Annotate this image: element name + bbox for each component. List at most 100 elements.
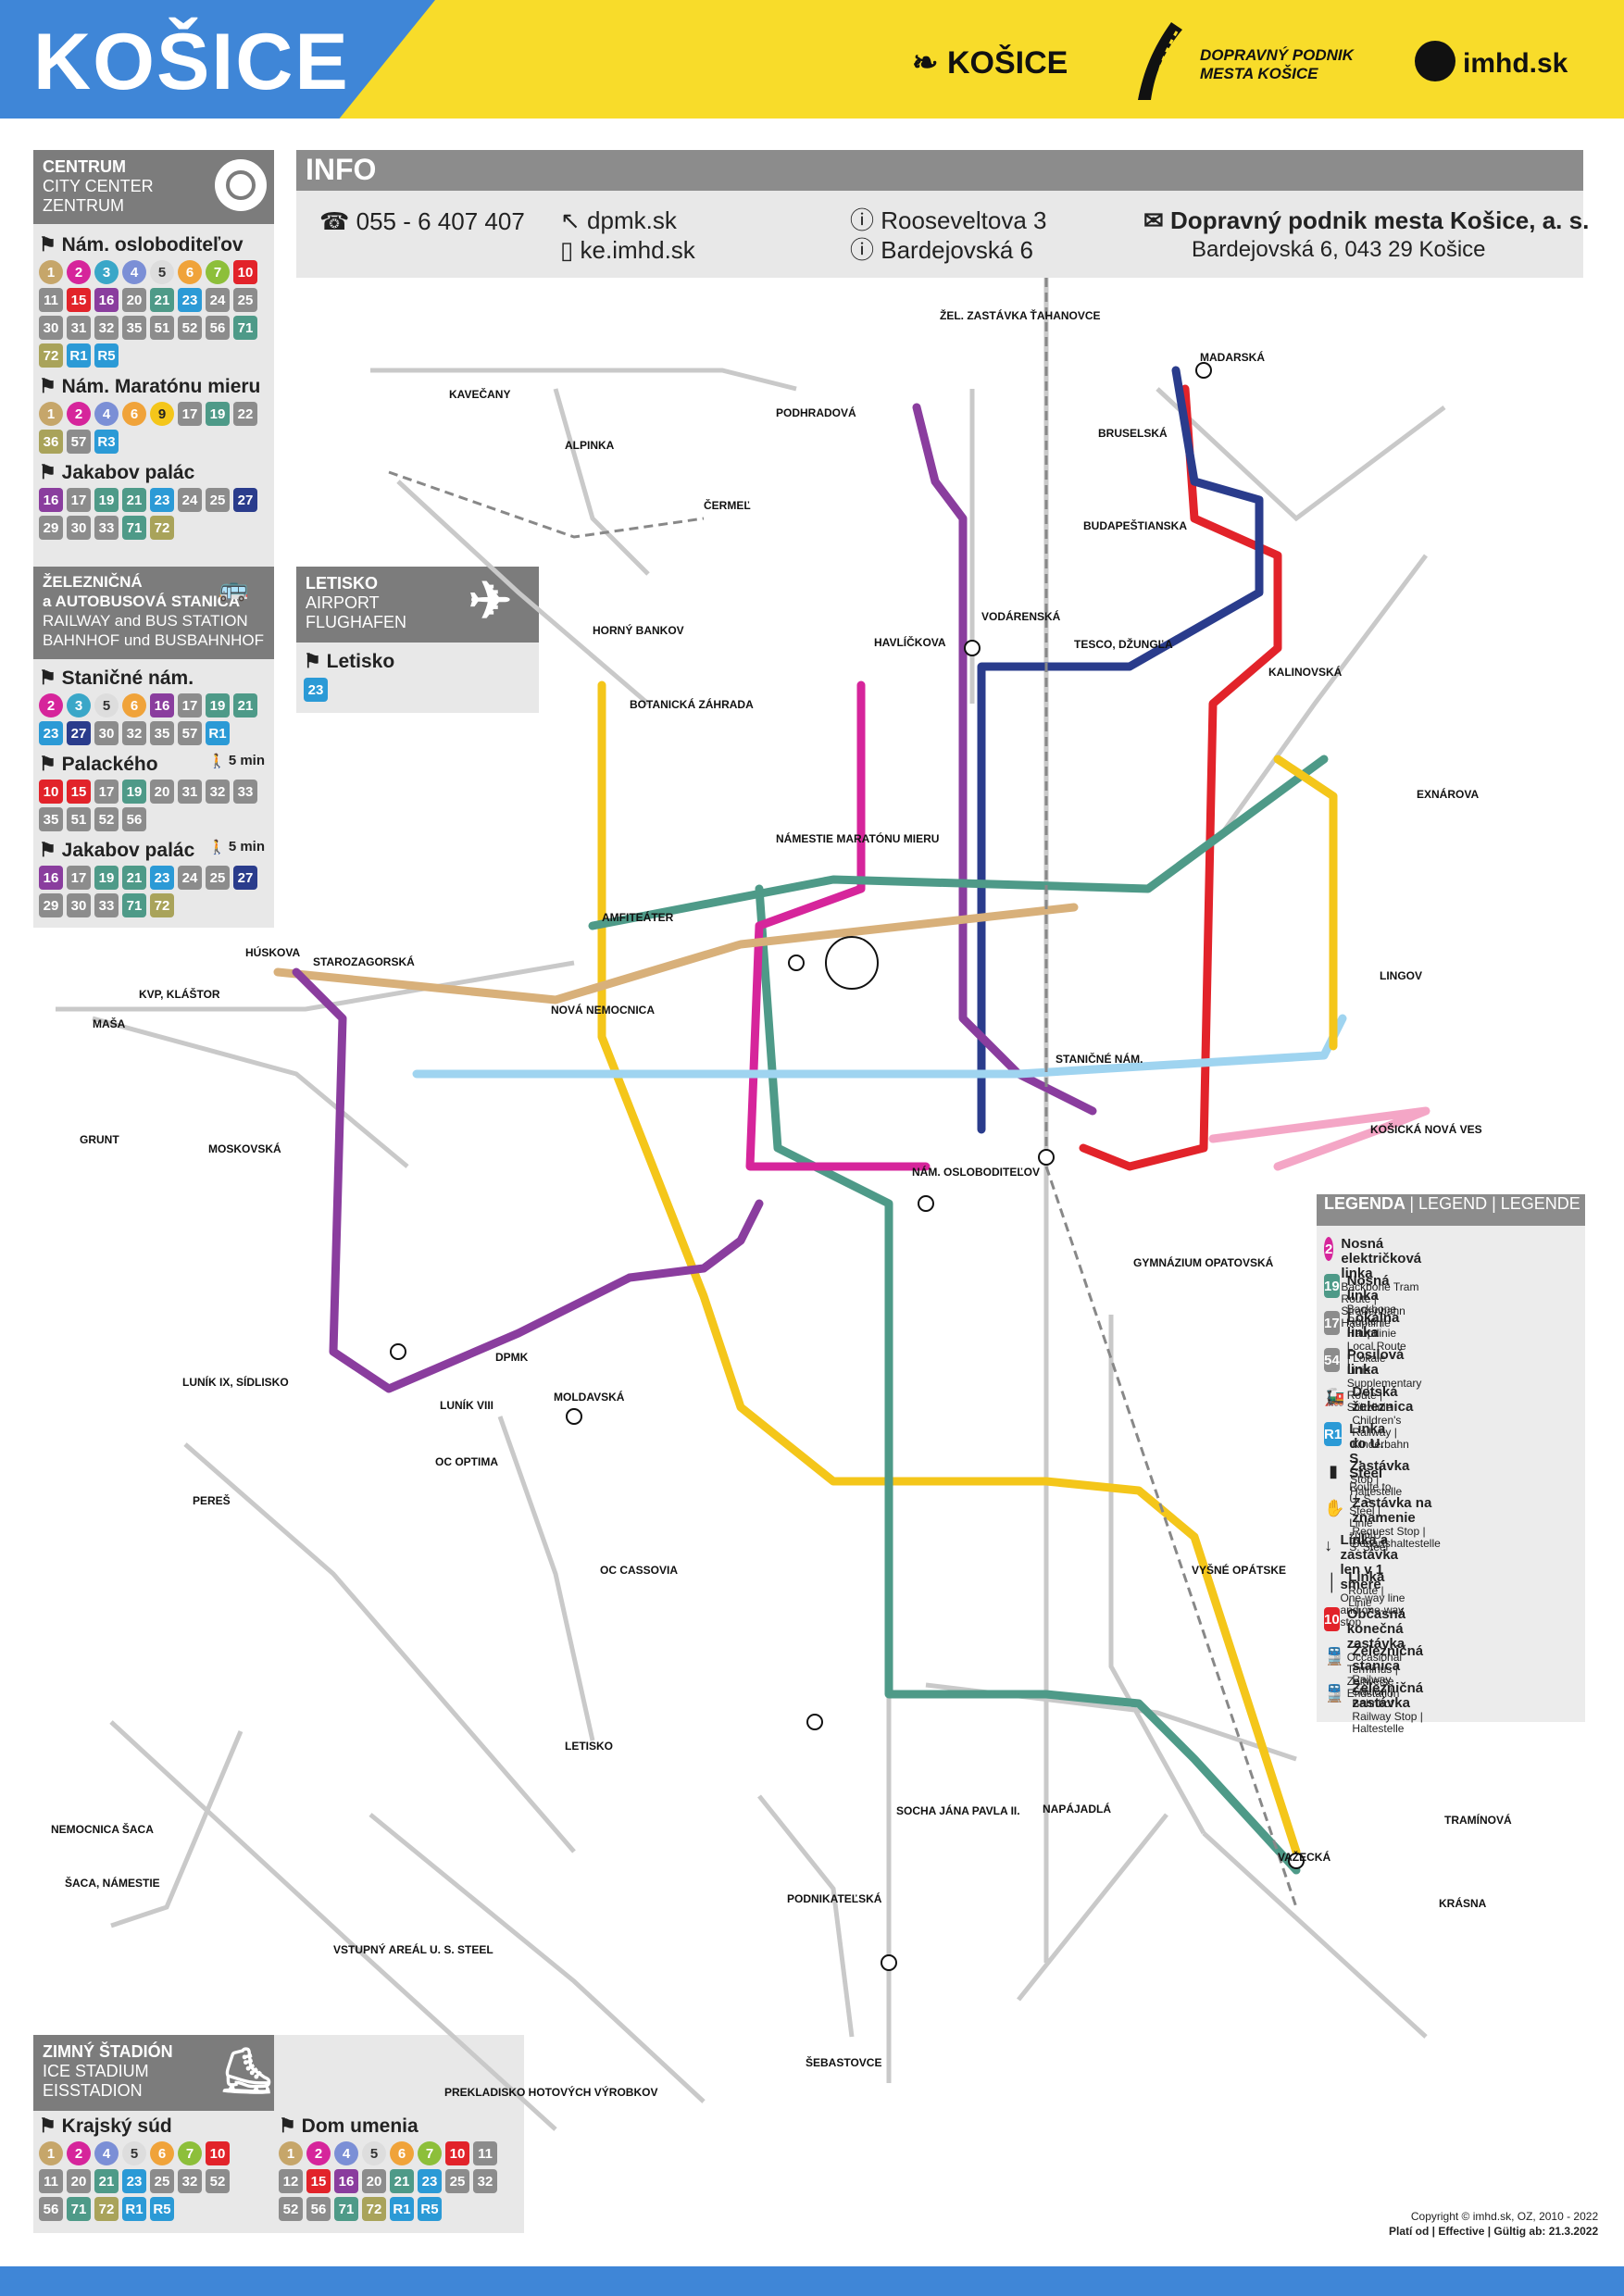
line-badge[interactable]: 16 (39, 866, 63, 890)
terminal-stop-label[interactable]: MOSKOVSKÁ (208, 1142, 281, 1155)
line-badge[interactable]: 72 (150, 893, 174, 917)
line-badge[interactable]: 16 (150, 693, 174, 718)
line-badge[interactable]: 21 (233, 693, 257, 718)
line-badge[interactable]: 21 (122, 866, 146, 890)
line-badge[interactable]: 27 (233, 866, 257, 890)
terminal-stop-label[interactable]: OC CASSOVIA (600, 1564, 679, 1577)
terminal-stop-label[interactable]: MAŠA (93, 1017, 126, 1030)
line-badge[interactable]: 17 (94, 780, 119, 804)
line-badge[interactable]: 72 (362, 2197, 386, 2221)
terminal-stop-label[interactable]: STAROZAGORSKÁ (313, 955, 415, 968)
line-badge[interactable]: 2 (39, 693, 63, 718)
terminal-stop-label[interactable]: TRAMÍNOVÁ (1444, 1814, 1512, 1827)
terminal-stop-label[interactable]: LUNÍK IX, SÍDLISKO (182, 1376, 289, 1389)
terminal-stop-label[interactable]: VSTUPNÝ AREÁL U. S. STEEL (333, 1943, 493, 1956)
logo-imhd[interactable]: imhd.sk (1463, 48, 1568, 79)
line-badge[interactable]: 1 (279, 2141, 303, 2165)
line-badge[interactable]: 27 (67, 721, 91, 745)
terminal-stop-label[interactable]: NAPÁJADLÁ (1043, 1803, 1112, 1816)
line-badge[interactable]: 9 (150, 402, 174, 426)
line-badge[interactable]: 23 (39, 721, 63, 745)
line-badge[interactable]: 2 (306, 2141, 331, 2165)
line-badge[interactable]: 17 (67, 488, 91, 512)
line-badge[interactable]: 32 (206, 780, 230, 804)
line-badge[interactable]: 19 (206, 402, 230, 426)
line-badge[interactable]: 1 (39, 402, 63, 426)
line-badge[interactable]: 51 (67, 807, 91, 831)
line-badge[interactable]: 29 (39, 516, 63, 540)
line-badge[interactable]: 56 (306, 2197, 331, 2221)
line-badge[interactable]: 1 (39, 2141, 63, 2165)
line-badge[interactable]: 6 (178, 260, 202, 284)
terminal-stop-label[interactable]: MOLDAVSKÁ (554, 1391, 625, 1404)
line-badge[interactable]: 17 (178, 693, 202, 718)
terminal-stop-label[interactable]: OC OPTIMA (435, 1455, 498, 1468)
stop-name[interactable]: ⚑ Nám. Maratónu mieru (39, 376, 261, 397)
terminal-stop-label[interactable]: ALPINKA (565, 439, 615, 452)
line-badge[interactable]: 32 (178, 2169, 202, 2193)
line-badge[interactable]: 19 (206, 693, 230, 718)
line-badge[interactable]: 33 (233, 780, 257, 804)
line-badge[interactable]: 6 (122, 693, 146, 718)
line-badge[interactable]: 21 (150, 288, 174, 312)
line-badge[interactable]: 11 (39, 2169, 63, 2193)
line-badge[interactable]: 16 (39, 488, 63, 512)
line-badge[interactable]: R1 (390, 2197, 414, 2221)
line-badge[interactable]: 57 (67, 430, 91, 454)
airport-stop[interactable]: ⚑ Letisko (304, 651, 395, 672)
line-badge[interactable]: 52 (206, 2169, 230, 2193)
line-badge[interactable]: 23 (122, 2169, 146, 2193)
terminal-stop-label[interactable]: GRUNT (80, 1133, 119, 1146)
terminal-stop-label[interactable]: NÁMESTIE MARATÓNU MIERU (776, 832, 940, 845)
line-badge[interactable]: 23 (178, 288, 202, 312)
line-badge[interactable]: 71 (334, 2197, 358, 2221)
line-badge[interactable]: 33 (94, 516, 119, 540)
terminal-stop-label[interactable]: KVP, KLÁŠTOR (139, 988, 220, 1001)
line-badge[interactable]: 19 (122, 780, 146, 804)
line-badge[interactable]: 7 (178, 2141, 202, 2165)
line-badge[interactable]: 19 (94, 488, 119, 512)
line-badge[interactable]: 20 (67, 2169, 91, 2193)
logo-kosice[interactable]: ❧ KOŠICE (912, 45, 1068, 81)
line-badge[interactable]: 10 (39, 780, 63, 804)
terminal-stop-label[interactable]: SOCHA JÁNA PAVLA II. (896, 1804, 1020, 1817)
line-badge[interactable]: 30 (67, 893, 91, 917)
line-badge[interactable]: 35 (150, 721, 174, 745)
info-web[interactable]: ↖ dpmk.sk ▯ ke.imhd.sk (560, 206, 695, 265)
line-badge[interactable]: R3 (94, 430, 119, 454)
line-badge[interactable]: 4 (122, 260, 146, 284)
line-badge[interactable]: 4 (334, 2141, 358, 2165)
terminal-stop-label[interactable]: KAVEČANY (449, 388, 511, 401)
line-badge[interactable]: 22 (233, 402, 257, 426)
line-badge[interactable]: 20 (150, 780, 174, 804)
line-badge[interactable]: 25 (233, 288, 257, 312)
terminal-stop-label[interactable]: HÚSKOVA (245, 946, 301, 959)
stop-name[interactable]: ⚑ Krajský súd (39, 2115, 172, 2137)
line-badge[interactable]: 20 (122, 288, 146, 312)
line-badge[interactable]: 56 (206, 316, 230, 340)
line-badge[interactable]: 24 (178, 866, 202, 890)
line-badge[interactable]: R1 (67, 343, 91, 368)
terminal-stop-label[interactable]: HAVLÍČKOVA (874, 636, 946, 649)
line-badge[interactable]: R1 (206, 721, 230, 745)
line-badge[interactable]: 35 (39, 807, 63, 831)
terminal-stop-label[interactable]: HORNÝ BANKOV (593, 624, 684, 637)
line-badge[interactable]: 56 (122, 807, 146, 831)
line-badge[interactable]: 6 (122, 402, 146, 426)
line-badge[interactable]: 4 (94, 2141, 119, 2165)
line-badge[interactable]: 15 (306, 2169, 331, 2193)
line-badge[interactable]: 15 (67, 780, 91, 804)
line-badge[interactable]: 10 (233, 260, 257, 284)
line-badge[interactable]: 32 (122, 721, 146, 745)
terminal-stop-label[interactable]: TESCO, DŽUNGĽA (1074, 638, 1173, 651)
line-badge[interactable]: 23 (418, 2169, 442, 2193)
line-badge[interactable]: 5 (122, 2141, 146, 2165)
line-badge[interactable]: 24 (206, 288, 230, 312)
terminal-stop-label[interactable]: PEREŠ (193, 1494, 231, 1507)
terminal-stop-label[interactable]: VYŠNÉ OPÁTSKE (1192, 1564, 1287, 1577)
terminal-stop-label[interactable]: ŠACA, NÁMESTIE (65, 1877, 160, 1890)
line-badge[interactable]: 17 (178, 402, 202, 426)
line-badge[interactable]: 19 (94, 866, 119, 890)
